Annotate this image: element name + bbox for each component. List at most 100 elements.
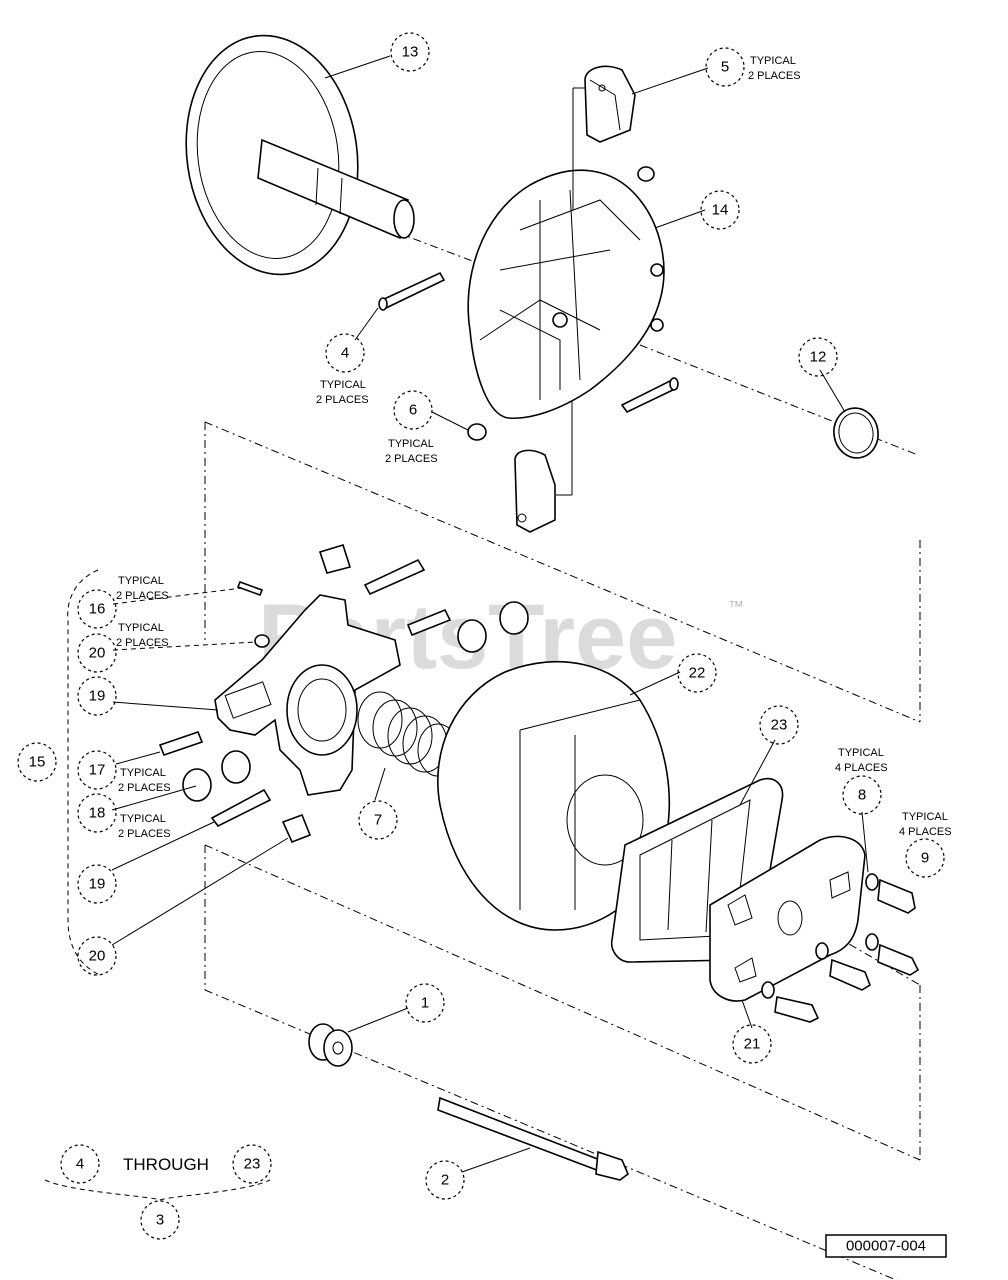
note-line: 2 PLACES	[316, 394, 369, 406]
callout-23-range-end: 23	[232, 1144, 272, 1184]
note-line: TYPICAL	[320, 379, 366, 391]
callout-number: 3	[156, 1212, 164, 1229]
part-1-bushing	[308, 1023, 353, 1067]
callout-12: 14	[700, 190, 740, 230]
part-20-bushing	[281, 544, 452, 844]
part-5-nut	[467, 166, 655, 441]
note-line: TYPICAL	[120, 813, 166, 825]
part-17-bolt	[210, 558, 426, 828]
watermark-trademark: ™	[728, 599, 744, 616]
callout-14: 16	[77, 589, 117, 629]
callout-number: 8	[858, 787, 866, 804]
callout-15: 17	[77, 750, 117, 790]
callout-number: 17	[89, 762, 106, 779]
callout-number: 18	[89, 805, 106, 822]
callout-11: 13	[390, 32, 430, 72]
note-line: TYPICAL	[750, 55, 796, 67]
callout-number: 23	[244, 1156, 261, 1173]
part-8-washer	[761, 873, 879, 999]
callout-number: 19	[89, 876, 106, 893]
callout-4-range-start: 4	[60, 1144, 100, 1184]
callout-16: 18	[77, 793, 117, 833]
note-line: 2 PLACES	[118, 828, 171, 840]
callout-number: 12	[810, 349, 827, 366]
part-19-spider	[214, 594, 401, 796]
part-14-roll-pin	[236, 580, 264, 597]
callout-21: 21	[732, 1024, 772, 1064]
callout-4: 4	[325, 333, 365, 373]
note-line: TYPICAL	[118, 622, 164, 634]
part-10-ring	[833, 407, 879, 459]
callout-number: 14	[712, 202, 729, 219]
callout-2: 2	[425, 1160, 465, 1200]
part-4-pin-lower	[620, 377, 679, 414]
callout-8: 8	[842, 775, 882, 815]
part-16-roller	[182, 601, 529, 802]
note-line: TYPICAL	[902, 811, 948, 823]
through-label: THROUGH	[123, 1155, 209, 1174]
part-18-nut	[254, 634, 270, 648]
callout-22: 22	[677, 653, 717, 693]
callout-number: 19	[89, 688, 106, 705]
callout-3: 3	[140, 1200, 180, 1240]
note-line: 2 PLACES	[116, 637, 169, 649]
callout-19: 19	[77, 676, 117, 716]
part-2-bolt	[437, 1096, 629, 1181]
note-line: TYPICAL	[118, 575, 164, 587]
leader-lines	[111, 55, 869, 1173]
callout-number: 13	[402, 44, 419, 61]
part-9-bolt	[774, 878, 920, 1023]
callout-number: 2	[441, 1172, 449, 1189]
callout-9: 9	[905, 838, 945, 878]
note-line: 4 PLACES	[899, 826, 952, 838]
group-bracket-3	[44, 1179, 271, 1201]
callout-17: 19	[77, 864, 117, 904]
axis-line	[639, 344, 919, 456]
note-line: 2 PLACES	[118, 782, 171, 794]
callout-number: 1	[421, 995, 429, 1012]
part-6-weight	[584, 65, 636, 143]
bracket-line	[204, 844, 921, 1161]
callout-23: 23	[759, 705, 799, 745]
callout-number: 20	[89, 948, 106, 965]
callout-number: 9	[921, 850, 929, 867]
note-line: TYPICAL	[388, 438, 434, 450]
callout-number: 20	[89, 645, 106, 662]
callout-6: 5	[705, 47, 745, 87]
part-11-fixed-sheave	[185, 34, 415, 276]
figure-id-label: 000007-004	[825, 1234, 947, 1258]
note-line: TYPICAL	[120, 767, 166, 779]
callout-number: 16	[89, 601, 106, 618]
part-6-weight-lower	[514, 449, 556, 533]
callout-number: 23	[771, 717, 788, 734]
note-line: 4 PLACES	[835, 762, 888, 774]
callout-7: 7	[358, 800, 398, 840]
callout-number: 22	[689, 665, 706, 682]
callout-1: 1	[405, 983, 445, 1023]
callout-20: 20	[77, 936, 117, 976]
part-15-pin	[158, 730, 204, 757]
callout-13: 15	[17, 742, 57, 782]
bracket-line	[204, 421, 921, 723]
part-21-plate	[709, 835, 866, 1002]
callout-number: 4	[76, 1156, 84, 1173]
part-4-pin	[378, 271, 446, 311]
note-line: TYPICAL	[838, 747, 884, 759]
callout-number: 4	[341, 345, 349, 362]
note-line: 2 PLACES	[385, 453, 438, 465]
part-12-movable-sheave	[467, 169, 665, 420]
note-line: 2 PLACES	[748, 70, 801, 82]
callout-number: 6	[409, 402, 417, 419]
callout-number: 21	[744, 1036, 761, 1053]
callout-5: 6	[393, 390, 433, 430]
callout-number: 7	[374, 812, 382, 829]
callout-number: 5	[721, 59, 729, 76]
callout-number: 15	[29, 754, 46, 771]
group-bracket-13	[67, 569, 101, 976]
callout-18: 20	[77, 633, 117, 673]
part-22-cover	[437, 660, 670, 931]
note-line: 2 PLACES	[116, 590, 169, 602]
figure-id-text: 000007-004	[846, 1238, 926, 1255]
callout-10: 12	[798, 337, 838, 377]
